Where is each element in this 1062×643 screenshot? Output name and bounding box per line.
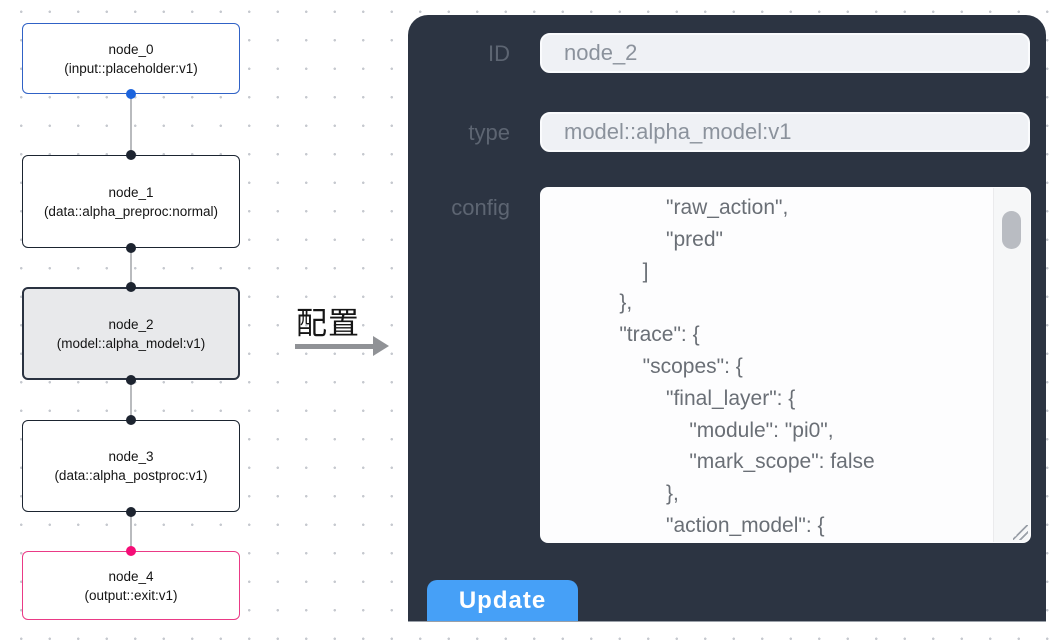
flow-node-node_4[interactable]: node_4 (output::exit:v1) (22, 551, 240, 620)
node-subtitle: (output::exit:v1) (84, 587, 178, 603)
config-field-label: config (451, 195, 510, 220)
config-json-text[interactable]: "raw_action", "pred" ] }, "trace": { "sc… (619, 196, 875, 537)
node-title: node_2 (108, 316, 154, 332)
id-input[interactable]: node_2 (540, 33, 1030, 73)
port-node3-in[interactable] (126, 415, 136, 425)
node-title: node_4 (108, 568, 154, 584)
flow-node-node_1[interactable]: node_1 (data::alpha_preproc:normal) (22, 155, 240, 248)
node-subtitle: (data::alpha_postproc:v1) (54, 468, 208, 483)
arrow-line (295, 344, 373, 349)
type-field-label: type (468, 120, 510, 145)
node-title: node_1 (108, 184, 154, 200)
config-textarea[interactable]: "raw_action", "pred" ] }, "trace": { "sc… (540, 187, 1031, 543)
node-subtitle: (data::alpha_preproc:normal) (43, 203, 219, 219)
edge-node3-node4 (130, 512, 132, 551)
node-title: node_0 (108, 41, 154, 57)
flow-node-node_0[interactable]: node_0 (input::placeholder:v1) (22, 23, 240, 94)
id-field-label: ID (488, 41, 510, 66)
port-node4-in[interactable] (126, 546, 136, 556)
config-scrollbar-track[interactable] (993, 188, 1030, 542)
node-title: node_3 (108, 449, 154, 464)
node-subtitle: (input::placeholder:v1) (64, 60, 198, 76)
edge-node1-node2 (130, 248, 132, 287)
type-input[interactable]: model::alpha_model:v1 (540, 112, 1030, 152)
update-button[interactable]: Update (427, 580, 578, 621)
port-node2-out[interactable] (126, 375, 136, 385)
config-scrollbar-thumb[interactable] (1002, 211, 1021, 249)
port-node1-out[interactable] (126, 243, 136, 253)
edge-node2-node3 (130, 380, 132, 420)
node-config-panel: ID node_2 type model::alpha_model:v1 con… (408, 15, 1046, 622)
edge-node0-node1 (130, 94, 132, 155)
flow-node-node_3[interactable]: node_3 (data::alpha_postproc:v1) (22, 420, 240, 512)
port-node3-out[interactable] (126, 507, 136, 517)
flow-node-node_2-selected[interactable]: node_2 (model::alpha_model:v1) (22, 287, 240, 380)
port-node0-out[interactable] (126, 89, 136, 99)
node-subtitle: (model::alpha_model:v1) (56, 335, 206, 351)
arrow-head-icon (373, 336, 389, 356)
config-annotation-label: 配置 (296, 306, 360, 341)
port-node1-in[interactable] (126, 150, 136, 160)
resize-handle-icon[interactable] (1013, 525, 1028, 540)
port-node2-in[interactable] (126, 282, 136, 292)
